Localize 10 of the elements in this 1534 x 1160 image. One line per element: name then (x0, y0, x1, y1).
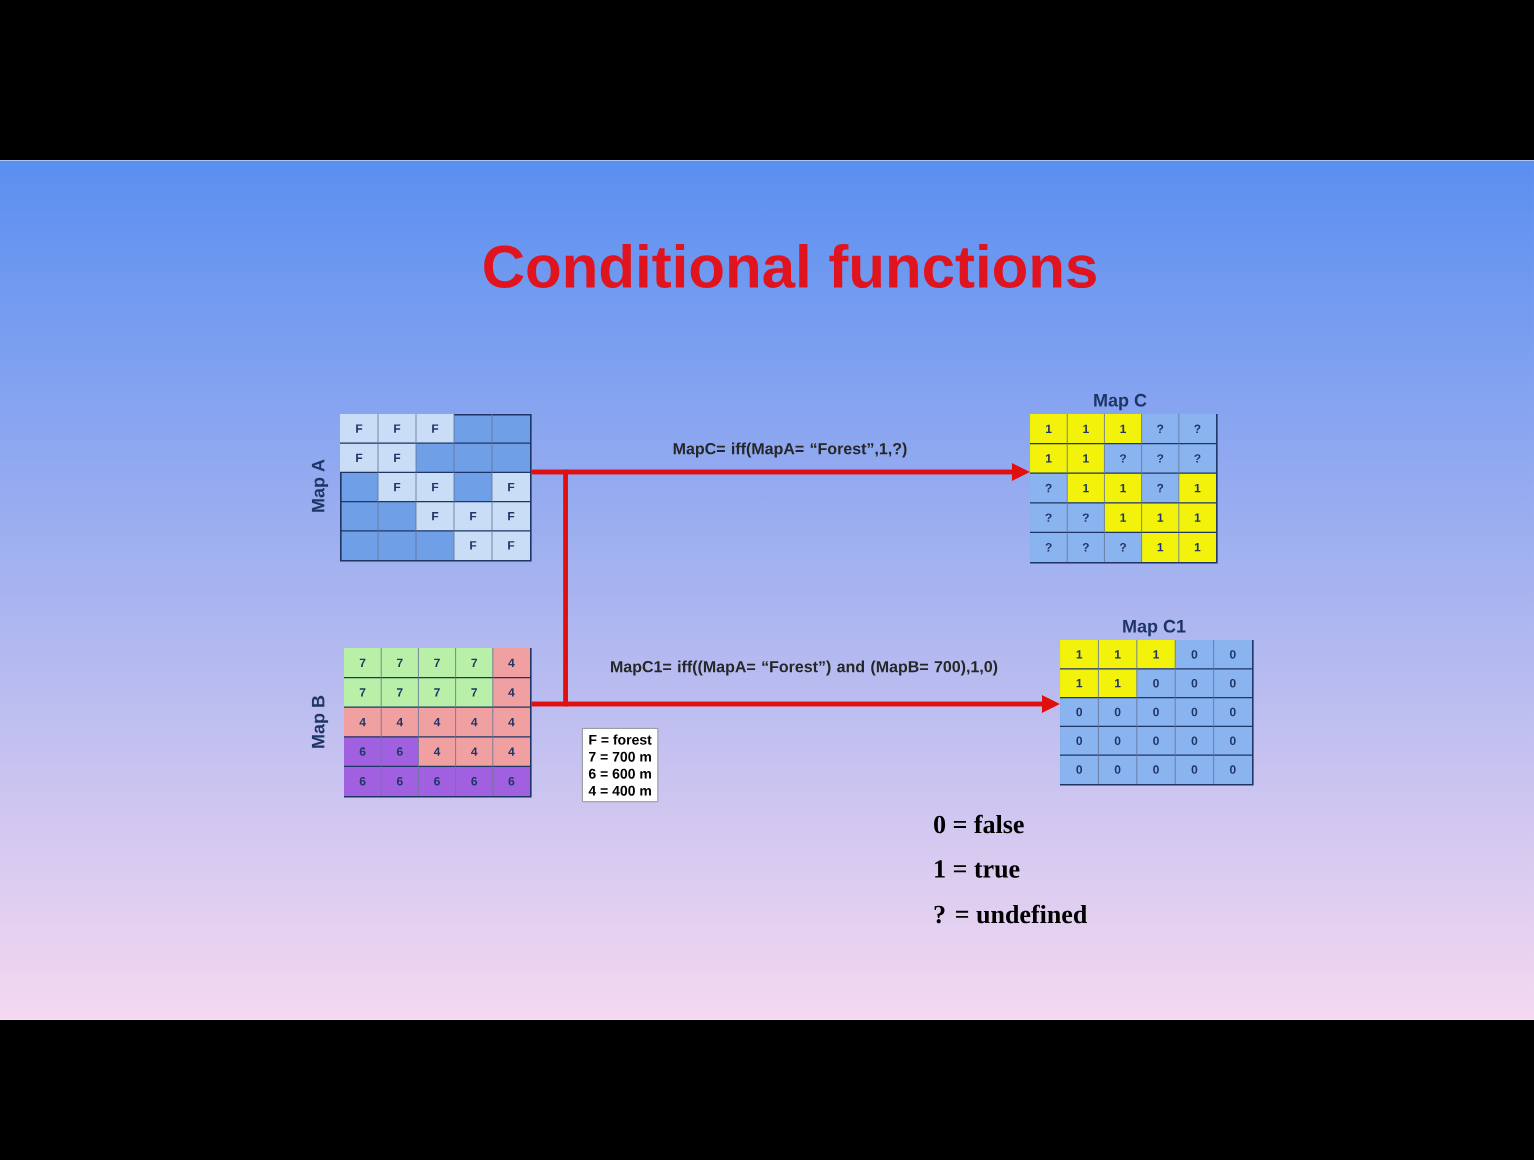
formula-label: MapC1= iff((MapA= “Forest”) and (MapB= 700),1,0) (611, 660, 998, 676)
key-text: 0 = false (934, 814, 1024, 834)
map-heading: Map C1 (1123, 619, 1186, 637)
map-heading: Map A (311, 459, 329, 512)
key-text: ? = undefined (934, 904, 1088, 924)
map-heading: Map C (1094, 393, 1147, 411)
map-heading: Map B (311, 695, 329, 748)
key-text: 1 = true (935, 860, 1020, 878)
formula-label: MapC= iff(MapA= “Forest”,1,?) (673, 442, 907, 458)
slide-title: Conditional functions (484, 243, 1096, 289)
